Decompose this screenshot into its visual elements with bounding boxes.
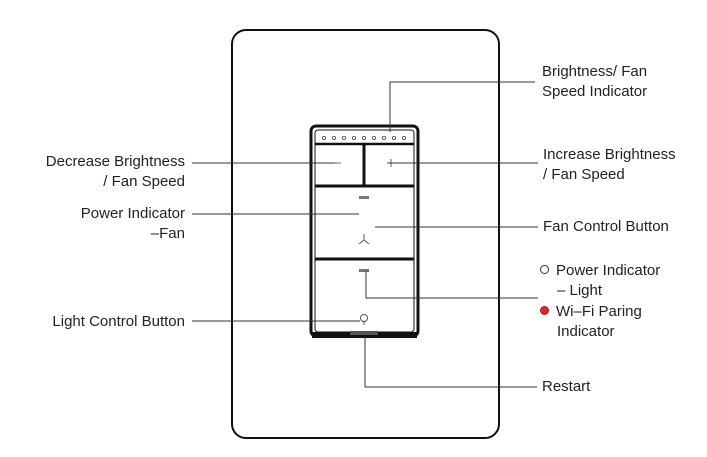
label-wifi: Wi–Fi Paring Indicator (540, 302, 642, 342)
brightness-indicator-leds (321, 135, 406, 140)
label-power-fan-line1: Power Indicator (80, 205, 185, 222)
label-decrease-line2: / Fan Speed (103, 173, 185, 190)
label-light-control: Light Control Button (20, 312, 185, 332)
label-brightness-indicator: Brightness/ Fan Speed Indicator (542, 62, 647, 102)
switch-body (309, 124, 420, 338)
label-light-control-text: Light Control Button (52, 313, 185, 330)
label-fan-control: Fan Control Button (543, 217, 669, 237)
label-power-fan: Power Indicator –Fan (20, 204, 185, 244)
label-wifi-line1: Wi–Fi Paring (556, 303, 642, 320)
label-increase: Increase Brightness / Fan Speed (543, 145, 676, 185)
leader-lines (192, 81, 538, 388)
label-decrease: Decrease Brightness / Fan Speed (20, 152, 185, 192)
label-power-fan-line2: –Fan (150, 225, 185, 242)
fan-icon (358, 234, 370, 245)
label-increase-line1: Increase Brightness (543, 146, 676, 163)
label-increase-line2: / Fan Speed (543, 166, 625, 183)
power-indicator-light (359, 269, 369, 272)
label-brightness-indicator-line1: Brightness/ Fan (542, 63, 648, 80)
bulb-icon (360, 314, 368, 325)
leader-indicator (389, 81, 535, 132)
label-power-light-line1: Power Indicator (556, 262, 661, 279)
label-brightness-indicator-line2: Speed Indicator (542, 83, 648, 100)
label-decrease-line1: Decrease Brightness (45, 153, 185, 170)
wifi-red-dot-icon (540, 306, 549, 315)
label-wifi-line2: Indicator (557, 323, 615, 340)
restart-button (350, 331, 378, 335)
leader-power-light (365, 271, 538, 299)
label-power-light-line2: – Light (557, 282, 603, 299)
label-restart-text: Restart (542, 378, 591, 395)
label-fan-control-text: Fan Control Button (543, 218, 669, 235)
label-restart: Restart (542, 377, 590, 397)
power-indicator-fan (359, 196, 369, 199)
power-light-open-dot-icon (540, 265, 549, 274)
label-power-light: Power Indicator – Light (540, 261, 660, 301)
leader-restart (364, 337, 537, 388)
